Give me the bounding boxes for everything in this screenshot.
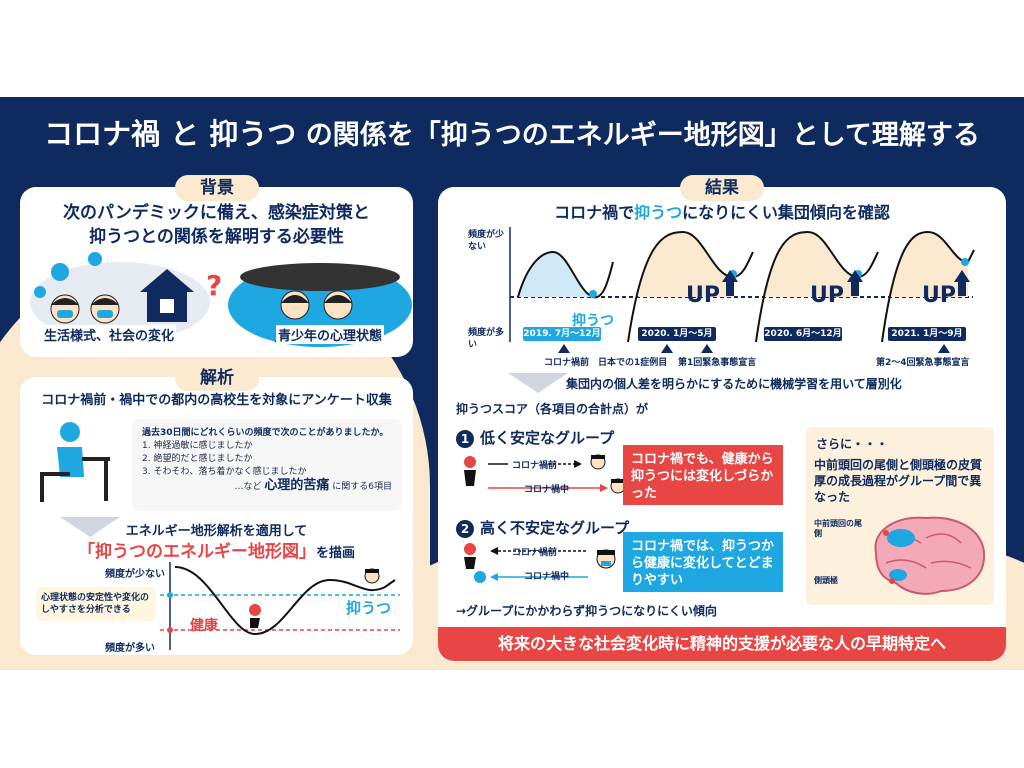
sad-person-icon: [590, 454, 606, 470]
virus-icon: [34, 252, 102, 298]
brain-icon: [874, 516, 986, 595]
axis-freq-high: 頻度が多い: [105, 643, 155, 654]
running-person-icon: [249, 604, 261, 628]
group1-title: 低く安定なグループ: [480, 429, 615, 447]
title-suffix: の関係を「抑うつのエネルギー地形図」として理解する: [296, 120, 980, 151]
cloud-icon: [240, 263, 400, 291]
question-intro: 過去30日間にどれくらいの頻度で次のことがありましたか。: [142, 428, 389, 438]
background-panel: 次のパンデミックに備え、感染症対策と 抑うつとの関係を解明する必要性: [20, 187, 413, 357]
brain-label-temporal-pole: 側頭極: [814, 576, 838, 585]
distress-label: 心理的苦痛: [264, 478, 330, 493]
results-depressed-label: 抑うつ: [572, 313, 614, 329]
poster: コロナ禍 と 抑うつ の関係を「抑うつのエネルギー地形図」として理解する 次のパ…: [0, 97, 1024, 670]
score-line: 抑うつスコア（各項目の合計点）が: [456, 402, 649, 416]
group2-title: 高く不安定なグループ: [480, 519, 630, 537]
running-person-icon: [474, 571, 486, 583]
event-markers: [558, 344, 950, 353]
analysis-panel: コロナ禍前・禍中での都内の高校生を対象にアンケート収集 過去30日間にどれくらい…: [20, 377, 413, 655]
group2-before: コロナ禍前: [512, 548, 558, 558]
caption-youth-mental: 青少年の心理状態: [276, 325, 385, 344]
event-marker: [558, 344, 570, 353]
results-panel: コロナ禍で抑うつになりにくい集団傾向を確認 頻度が少ない 頻度が多い: [438, 187, 1006, 662]
period-2019: 2019. 7月～12月: [523, 327, 601, 341]
analysis-label: 解析: [175, 365, 259, 391]
landscape-panel-2020a: [627, 230, 754, 343]
event-first-emergency: 第1回緊急事態宣言: [678, 358, 757, 368]
background-headline-line1: 次のパンデミックに備え、感染症対策と: [63, 203, 370, 223]
brain-label-mfg: 中前頭回の尾側: [814, 519, 862, 538]
event-first-case: 日本での1症例目: [598, 358, 668, 368]
event-marker: [701, 344, 713, 353]
title-highlight: コロナ禍 と 抑うつ: [44, 117, 297, 151]
group1-before: コロナ禍前: [512, 461, 558, 471]
results-conclusion: →グループにかかわらず抑うつになりにくい傾向: [456, 604, 717, 618]
axis-freq-low: 頻度が少ない: [105, 569, 165, 580]
group2-title-row: 2 高く不安定なグループ: [456, 517, 629, 538]
background-label: 背景: [175, 175, 259, 201]
period-2020a: 2020. 1月～5月: [638, 327, 716, 341]
group1-during: コロナ禍中: [524, 485, 570, 495]
landscape-panel-2020b: [755, 230, 879, 343]
landscape-panel-2021: [881, 230, 975, 343]
up-label: UP: [922, 283, 956, 308]
house-icon: [140, 269, 194, 322]
page-title: コロナ禍 と 抑うつ の関係を「抑うつのエネルギー地形図」として理解する: [0, 111, 1024, 153]
group1-number-badge: 1: [456, 429, 474, 448]
question-item: 3. そわそわ、落ち着かなく感じましたか: [142, 467, 307, 477]
energy-landscape-curve: [160, 562, 400, 650]
question-item: 1. 神経過敏に感じましたか: [142, 441, 253, 451]
up-label: UP: [810, 283, 844, 308]
down-triangle-icon: [508, 373, 568, 393]
group1-title-row: 1 低く安定なグループ: [456, 427, 614, 448]
group2-during: コロナ禍中: [524, 572, 570, 582]
survey-line: コロナ禍前・禍中での都内の高校生を対象にアンケート収集: [41, 393, 392, 408]
question-etc: …など: [234, 482, 262, 492]
brain-box: さらに・・・ 中前頭回の尾側と側頭極の皮質厚の成長過程がグループ間で異なった 中…: [806, 427, 994, 605]
caption-lifestyle: 生活様式、社会の変化: [42, 325, 177, 344]
running-person-icon: [464, 543, 476, 569]
group1-diagram: [464, 454, 626, 494]
period-2021: 2021. 1月～9月: [888, 327, 966, 341]
bottom-banner: 将来の大きな社会変化時に精神的支援が必要な人の早期特定へ: [438, 627, 1006, 661]
method-line2-post: を描画: [315, 546, 355, 561]
question-item: 2. 絶望的だと感じましたか: [142, 454, 253, 464]
results-axis-low: 頻度が少ない: [468, 230, 505, 252]
down-triangle-icon: [60, 517, 120, 537]
method-line1: エネルギー地形解析を適用して: [125, 524, 308, 539]
results-headline-post: になりにくい集団傾向を確認: [682, 203, 890, 222]
up-label: UP: [686, 283, 720, 308]
results-axis-high: 頻度が多い: [468, 328, 505, 350]
results-landscape-chart: [509, 227, 975, 343]
period-2020b: 2020. 6月～12月: [764, 327, 842, 341]
results-headline-highlight: 抑うつ: [634, 203, 683, 222]
label-healthy: 健康: [190, 618, 218, 634]
group2-number-badge: 2: [456, 519, 474, 538]
event-later-emergencies: 第2～4回緊急事態宣言: [876, 358, 970, 368]
event-marker: [661, 344, 673, 353]
group2-diagram: [464, 543, 616, 583]
results-headline-pre: コロナ禍で: [554, 203, 635, 222]
label-depressed: 抑うつ: [346, 599, 392, 617]
analysis-note: 心理状態の安定性や変化のしやすさを分析できる: [36, 587, 156, 621]
question-mark: ?: [206, 269, 223, 302]
results-label: 結果: [680, 175, 764, 201]
landscape-panel-2019: [517, 250, 614, 299]
brain-text: 中前頭回の尾側と側頭極の皮質厚の成長過程がグループ間で異なった: [814, 458, 983, 504]
student-at-desk-icon: [40, 422, 110, 502]
ml-line: 集団内の個人差を明らかにするために機械学習を用いて層別化: [566, 377, 902, 391]
running-person-icon: [464, 456, 476, 486]
event-marker: [938, 344, 950, 353]
energy-landscape-title: 「抑うつのエネルギー地形図」: [77, 542, 316, 562]
group1-result-box: コロナ禍でも、健康から抑うつには変化しづらかった: [623, 445, 783, 505]
sad-person-icon: [596, 549, 616, 569]
furthermore-label: さらに・・・: [816, 437, 889, 451]
distress-items-count: に関する6項目: [332, 482, 392, 492]
question-bubble: 過去30日間にどれくらいの頻度で次のことがありましたか。 1. 神経過敏に感じま…: [132, 419, 402, 511]
group2-result-box: コロナ禍では、抑うつから健康に変化してとどまりやすい: [623, 532, 783, 592]
event-pre-covid: コロナ禍前: [544, 358, 590, 368]
background-headline-line2: 抑うつとの関係を解明する必要性: [89, 227, 344, 247]
sad-person-icon: [364, 568, 380, 584]
